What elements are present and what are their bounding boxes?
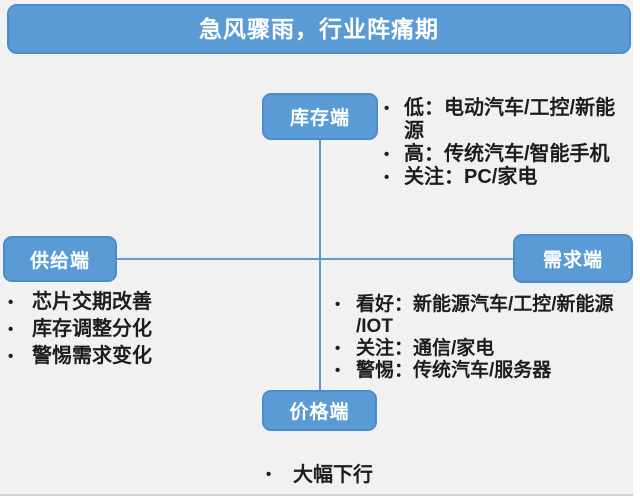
bullet-icon: •	[384, 100, 390, 117]
list-item-text: 警惕需求变化	[32, 345, 152, 367]
list-item-text: 关注：PC/家电	[404, 166, 538, 188]
list-item: • 库存调整分化	[8, 316, 152, 343]
inventory-notes-list: • 低：电动汽车/工控/新能 源 • 高：传统汽车/智能手机 • 关注：PC/家…	[384, 97, 640, 189]
bullet-icon: •	[335, 296, 341, 313]
node-price: 价格端	[262, 390, 377, 431]
connector-vertical-line	[319, 140, 321, 390]
list-item: • 芯片交期改善	[8, 289, 152, 316]
list-item-text: 大幅下行	[293, 464, 373, 486]
bullet-icon: •	[384, 169, 390, 186]
list-item-text: 芯片交期改善	[32, 291, 152, 313]
bullet-icon: •	[8, 321, 14, 338]
list-item-text: 警惕：传统汽车/服务器	[356, 360, 552, 381]
node-inventory-label: 库存端	[289, 108, 350, 129]
title-banner: 急风骤雨，行业阵痛期	[7, 4, 631, 54]
list-item-text: 关注：通信/家电	[356, 338, 495, 359]
list-item: • 关注：PC/家电	[384, 166, 640, 189]
list-item: • 看好：新能源汽车/工控/新能源 /IOT	[335, 294, 634, 338]
node-demand-label: 需求端	[542, 250, 603, 271]
bullet-icon: •	[384, 146, 390, 163]
list-item-text: 高：传统汽车/智能手机	[404, 143, 610, 165]
demand-notes-list: • 看好：新能源汽车/工控/新能源 /IOT • 关注：通信/家电 • 警惕：传…	[335, 294, 634, 382]
list-item: • 警惕需求变化	[8, 343, 152, 370]
price-notes-list: • 大幅下行	[266, 464, 373, 486]
page-title: 急风骤雨，行业阵痛期	[199, 16, 439, 42]
node-price-label: 价格端	[289, 402, 350, 423]
supply-notes-list: • 芯片交期改善 • 库存调整分化 • 警惕需求变化	[8, 289, 152, 370]
list-item: • 低：电动汽车/工控/新能 源	[384, 97, 640, 143]
node-inventory: 库存端	[262, 93, 378, 140]
node-demand: 需求端	[513, 234, 633, 283]
connector-horizontal-line	[117, 258, 513, 260]
bullet-icon: •	[266, 466, 272, 483]
bullet-icon: •	[335, 340, 341, 357]
list-item-text: 低：电动汽车/工控/新能 源	[404, 97, 616, 142]
list-item: • 警惕：传统汽车/服务器	[335, 360, 634, 382]
list-item-text: 看好：新能源汽车/工控/新能源 /IOT	[356, 294, 614, 337]
list-item: • 高：传统汽车/智能手机	[384, 143, 640, 166]
list-item: • 大幅下行	[266, 464, 373, 486]
node-supply: 供给端	[3, 236, 117, 282]
bullet-icon: •	[8, 294, 14, 311]
bullet-icon: •	[335, 362, 341, 379]
list-item-text: 库存调整分化	[32, 318, 152, 340]
list-item: • 关注：通信/家电	[335, 338, 634, 360]
node-supply-label: 供给端	[29, 250, 90, 272]
bullet-icon: •	[8, 348, 14, 365]
